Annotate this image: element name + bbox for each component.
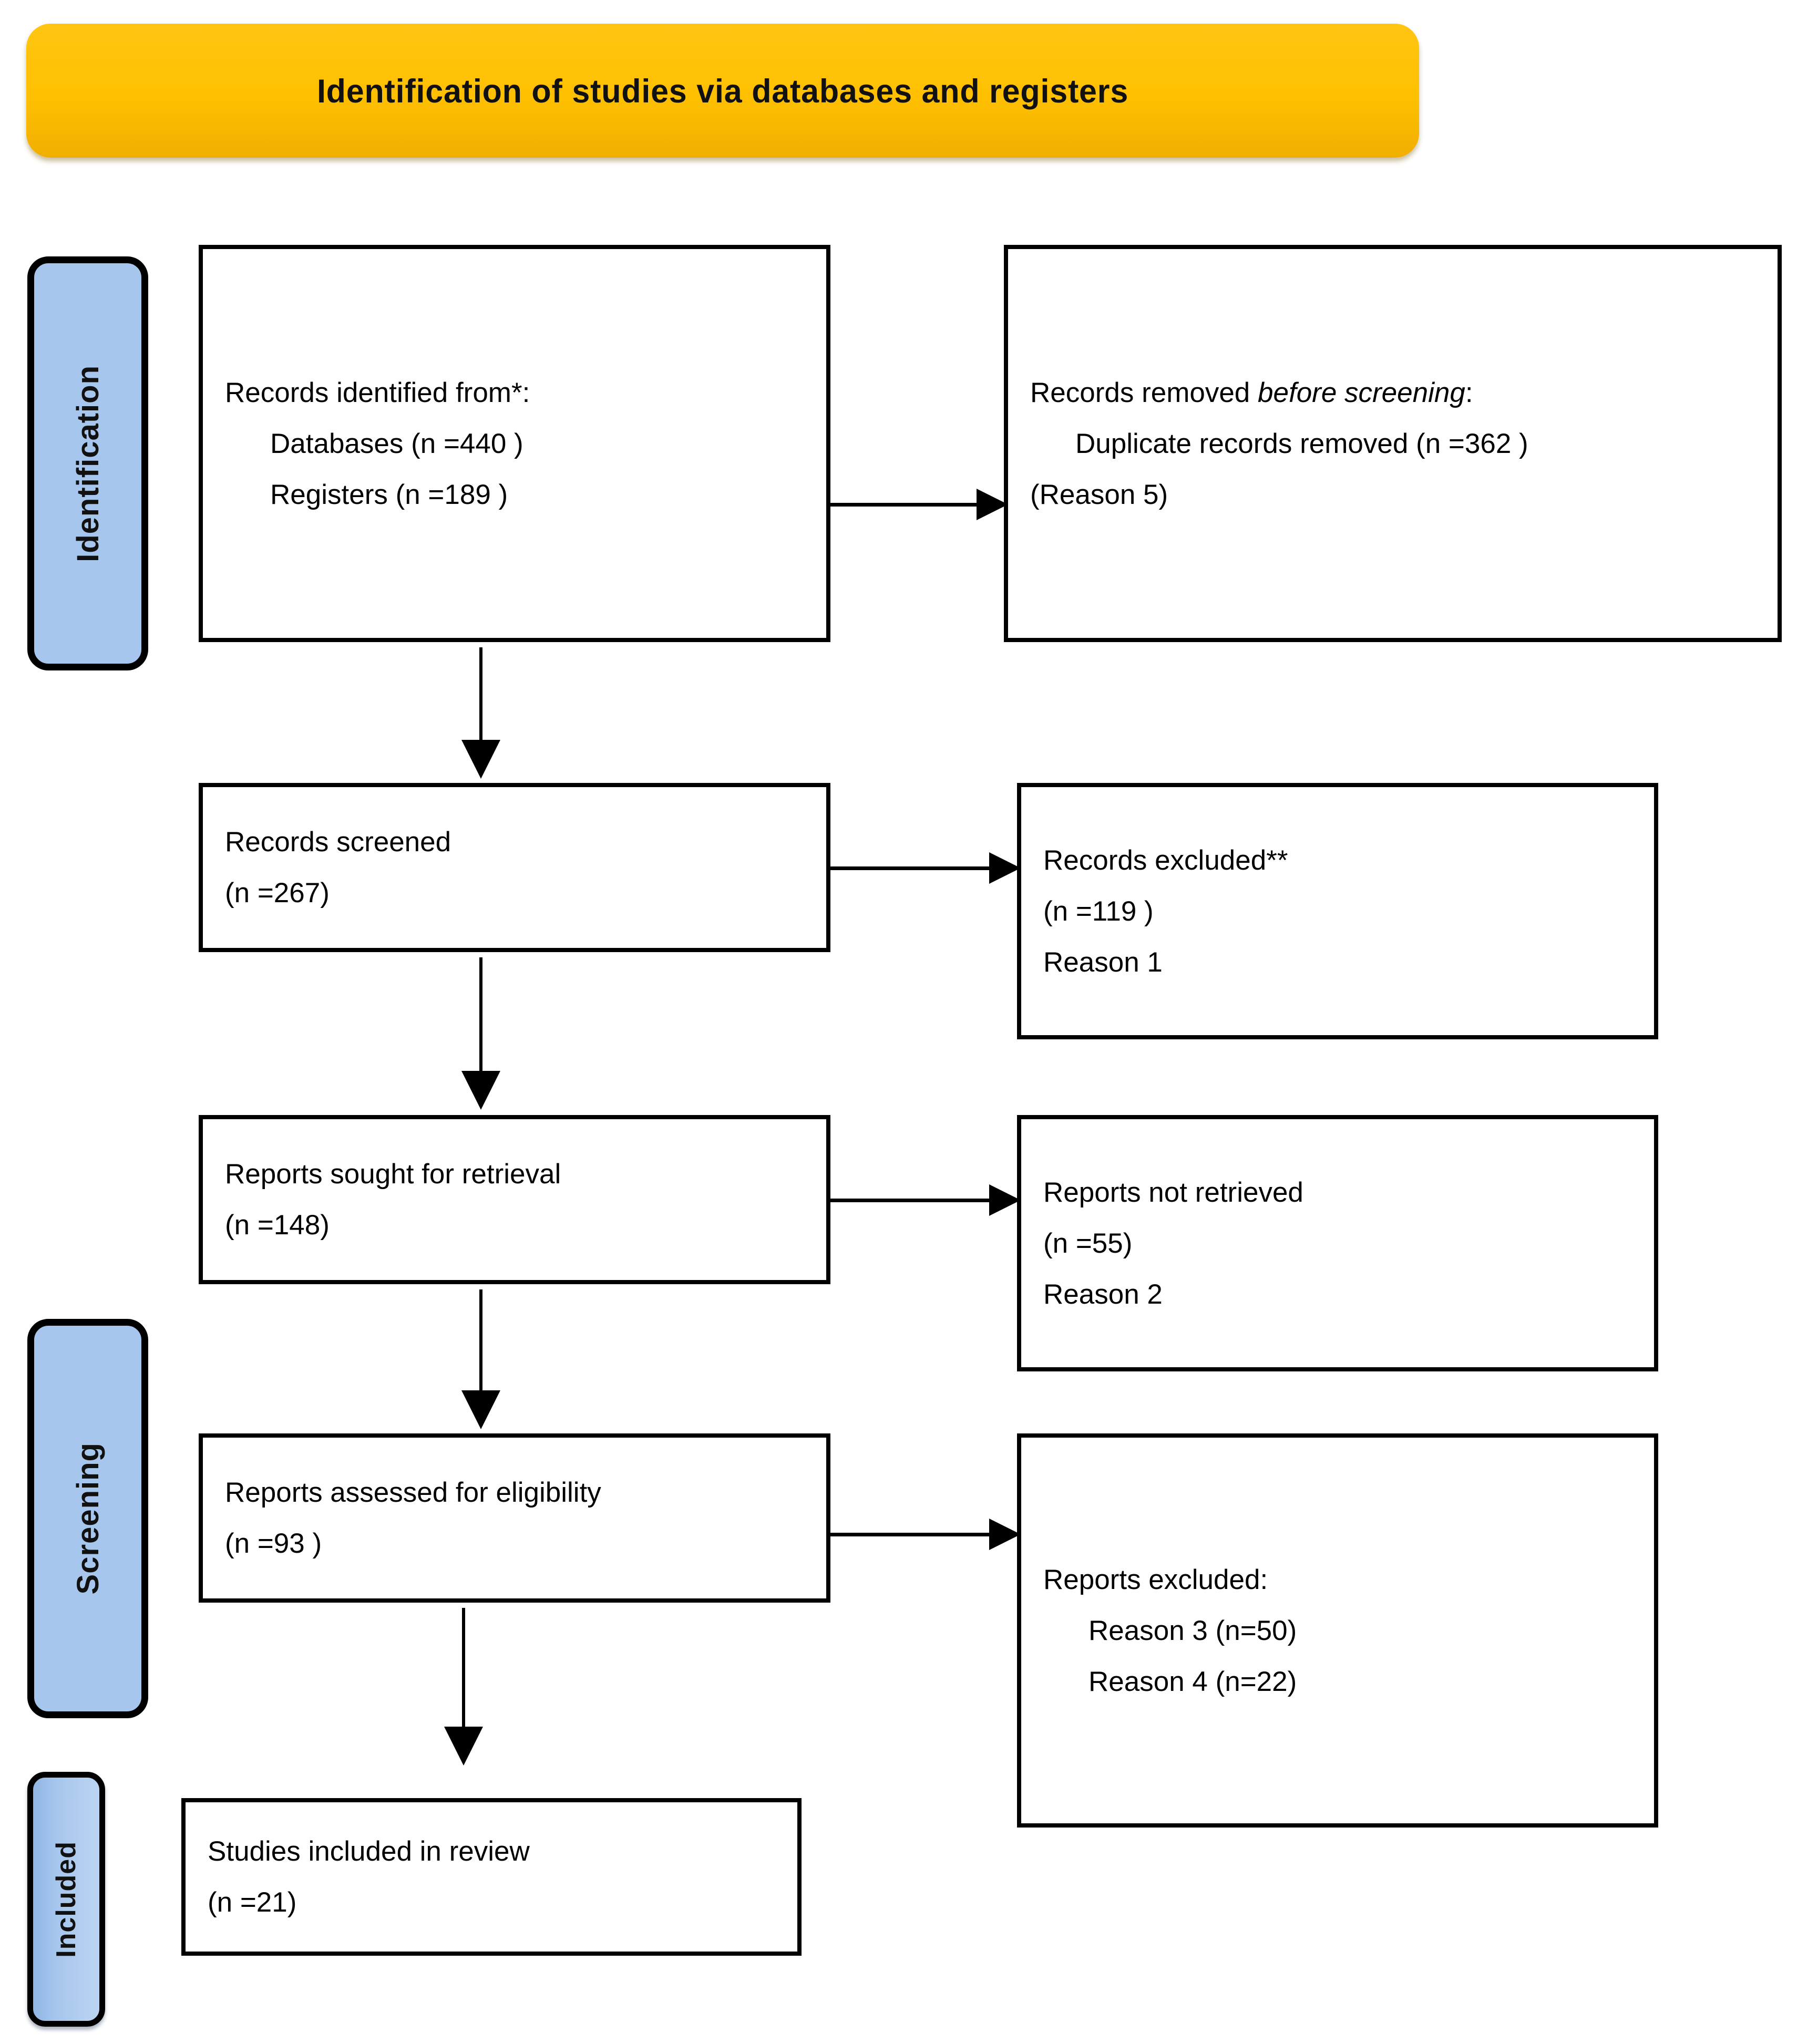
arrow-head (977, 489, 1008, 520)
phase-label-screening: Screening (27, 1319, 148, 1718)
reports-assessed-heading: Reports assessed for eligibility (225, 1477, 601, 1508)
phase-label-included: Included (27, 1772, 105, 2027)
banner-title: Identification of studies via databases … (316, 72, 1129, 109)
phase-label-identification: Identification (27, 256, 148, 670)
reports-not-retrieved-count: (n =55) (1043, 1227, 1133, 1259)
records-excluded-heading: Records excluded** (1043, 844, 1288, 876)
arrow-shaft (830, 866, 991, 870)
studies-included-count: (n =21) (208, 1887, 297, 1918)
arrow-screened-to-excluded (830, 852, 1021, 884)
reports-not-retrieved-heading: Reports not retrieved (1043, 1176, 1303, 1208)
arrow-head (989, 852, 1021, 884)
reports-excluded-reason-4: Reason 4 (n=22) (1088, 1666, 1297, 1697)
phase-label-included-text: Included (51, 1841, 81, 1958)
arrow-shaft (479, 1289, 482, 1390)
arrow-sought-to-not-retrieved (830, 1184, 1021, 1216)
header-banner: Identification of studies via databases … (26, 24, 1419, 158)
arrow-head (461, 740, 500, 779)
records-removed-heading: Records removed before screening: (1008, 379, 1778, 407)
records-screened-heading: Records screened (225, 827, 451, 858)
box-reports-not-retrieved: Reports not retrieved (n =55) Reason 2 (1017, 1115, 1658, 1371)
box-reports-sought: Reports sought for retrieval (n =148) (199, 1115, 830, 1284)
records-excluded-reason: Reason 1 (1043, 946, 1163, 978)
arrow-head (461, 1071, 500, 1110)
phase-label-identification-text: Identification (70, 365, 105, 562)
reports-assessed-count: (n =93 ) (225, 1528, 322, 1559)
box-reports-assessed: Reports assessed for eligibility (n =93 … (199, 1433, 830, 1603)
arrow-assessed-to-reports-excluded (830, 1519, 1021, 1550)
arrow-shaft (479, 647, 482, 740)
records-screened-count: (n =267) (225, 878, 330, 909)
arrow-shaft (830, 1199, 991, 1202)
arrow-shaft (830, 1533, 991, 1536)
box-records-identified: Records identified from*: Databases (n =… (199, 245, 830, 642)
arrow-sought-to-assessed (461, 1289, 500, 1429)
box-studies-included: Studies included in review (n =21) (181, 1798, 802, 1956)
box-records-removed-before-screening: Records removed before screening: Duplic… (1004, 245, 1782, 642)
arrow-shaft (479, 957, 482, 1071)
arrow-identified-to-removed (830, 489, 1008, 520)
records-removed-duplicates: Duplicate records removed (n =362 ) (1075, 428, 1528, 459)
records-removed-reason: (Reason 5) (1030, 479, 1168, 510)
studies-included-heading: Studies included in review (208, 1836, 530, 1867)
records-identified-heading: Records identified from*: (225, 377, 530, 408)
records-removed-heading-suffix: : (1465, 377, 1473, 408)
reports-sought-count: (n =148) (225, 1210, 330, 1241)
box-records-excluded: Records excluded** (n =119 ) Reason 1 (1017, 783, 1658, 1039)
box-records-screened: Records screened (n =267) (199, 783, 830, 952)
reports-sought-heading: Reports sought for retrieval (225, 1159, 561, 1190)
arrow-head (444, 1727, 483, 1766)
phase-label-screening-text: Screening (70, 1442, 105, 1595)
arrow-head (989, 1519, 1021, 1550)
arrow-identified-to-screened (461, 647, 500, 779)
records-removed-heading-prefix: Records removed (1030, 377, 1258, 408)
arrow-assessed-to-included (444, 1608, 483, 1766)
arrow-screened-to-sought (461, 957, 500, 1110)
arrow-shaft (462, 1608, 465, 1727)
reports-excluded-reason-3: Reason 3 (n=50) (1088, 1615, 1297, 1646)
reports-excluded-heading: Reports excluded: (1043, 1564, 1268, 1595)
box-reports-excluded: Reports excluded: Reason 3 (n=50) Reason… (1017, 1433, 1658, 1828)
arrow-head (461, 1390, 500, 1429)
arrow-head (989, 1184, 1021, 1216)
records-identified-registers: Registers (n =189 ) (270, 479, 508, 510)
records-identified-databases: Databases (n =440 ) (270, 428, 523, 459)
arrow-shaft (830, 503, 979, 507)
records-excluded-count: (n =119 ) (1043, 895, 1154, 927)
reports-not-retrieved-reason: Reason 2 (1043, 1278, 1163, 1310)
records-removed-heading-italic: before screening (1258, 377, 1465, 408)
